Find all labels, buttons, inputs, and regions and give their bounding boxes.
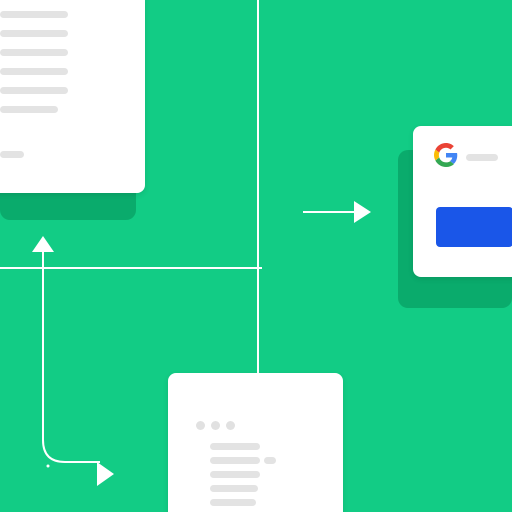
google-g-icon	[434, 143, 458, 167]
text-placeholder-line	[0, 30, 68, 37]
window-dot	[211, 421, 220, 430]
provider-name-placeholder	[466, 154, 498, 161]
browser-card-bottom	[168, 373, 343, 512]
text-placeholder-line	[0, 87, 68, 94]
document-card-top-left	[0, 0, 145, 193]
text-placeholder-line	[210, 443, 260, 450]
text-placeholder-line	[0, 11, 68, 18]
text-placeholder-line	[0, 49, 68, 56]
text-placeholder-line	[210, 499, 256, 506]
arrow-up-icon	[32, 236, 54, 252]
window-dot	[196, 421, 205, 430]
text-placeholder-line	[0, 106, 58, 113]
text-placeholder-line	[264, 457, 276, 464]
text-placeholder-line	[0, 151, 24, 158]
text-placeholder-line	[0, 68, 68, 75]
window-dot	[226, 421, 235, 430]
signin-button[interactable]	[436, 207, 512, 247]
sparkle-dot	[46, 464, 50, 468]
arrow-right-icon	[97, 462, 114, 486]
text-placeholder-line	[210, 485, 258, 492]
l-connector-path	[42, 250, 100, 463]
text-placeholder-line	[210, 457, 260, 464]
arrow-right-icon	[354, 201, 371, 223]
signin-card	[413, 126, 512, 277]
text-placeholder-line	[210, 471, 260, 478]
